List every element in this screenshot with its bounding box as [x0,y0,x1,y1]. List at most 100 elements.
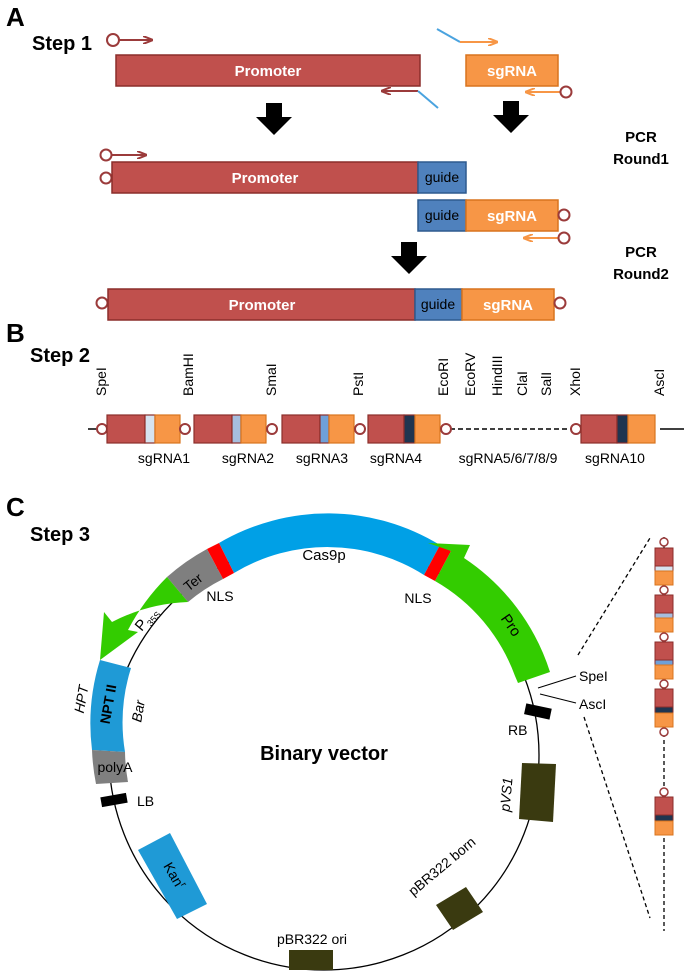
down-arrow-promoter [256,103,292,135]
guide-box-final [414,288,463,321]
p35s-arrow [100,577,188,660]
nls-right-tag [424,545,451,581]
rb-marker [524,703,552,720]
sgrna1-label: sgRNA1 [138,450,190,466]
site-ecori: EcoRI [435,358,451,396]
promoter-box-round1 [111,161,419,194]
site-bamhi: BamHI [180,353,196,396]
site-xhoi: XhoI [567,367,583,396]
sgrna-label-final: sgRNA [483,297,533,314]
cas9-label: Cas9p [302,547,345,564]
pcr-round1-line2: Round1 [613,151,669,168]
promoter-label-step1: Promoter [235,63,302,80]
panel-a-label: A [6,2,25,32]
sgrna-label-step1: sgRNA [487,63,537,80]
asci-label: AscI [579,696,606,712]
asci-pointer [539,693,577,704]
pbr322-ori-segment [289,950,333,970]
site-asci: AscI [651,369,667,396]
sgrna-cassette-2 [193,414,278,444]
lb-marker [100,792,128,808]
rb-label: RB [508,722,527,738]
guide-box-round1a [417,161,467,194]
sgrna-cassette-1 [96,414,191,444]
promoter-label-final: Promoter [229,297,296,314]
pbr322-born-label: pBR322 born [405,834,478,899]
sgrna2-label: sgRNA2 [222,450,274,466]
step1-label: Step 1 [32,33,92,55]
panel-c-label: C [6,492,25,522]
pcr-round2-line1: PCR [625,244,657,261]
sgrna-label-round1: sgRNA [487,208,537,225]
round1b-end-circle [557,208,571,222]
sgrna-box-step1 [465,54,559,87]
promoter-label-round1: Promoter [232,170,299,187]
pro-arrow [428,543,550,683]
site-psti: PstI [350,372,366,396]
hpt-label: HPT [71,683,92,715]
nls-left-tag [207,543,234,579]
round1b-reverse-primer [524,231,571,245]
site-hindiii: HindIII [489,356,505,396]
guide-label-round1a: guide [425,169,459,185]
down-arrow-sgrna [493,101,529,133]
polya-label: polyA [97,759,133,775]
spei-label: SpeI [579,668,608,684]
panel-b-label: B [6,318,25,348]
sgrna3-label: sgRNA3 [296,450,348,466]
sgrna-cassette-10 [570,414,656,444]
promoter-forward-primer [106,33,152,47]
guide-box-round1b [417,199,467,232]
zoom-line-bottom [583,716,651,919]
sgrna-cassette-3 [281,414,366,444]
step2-label: Step 2 [30,345,90,367]
spei-pointer [537,675,577,689]
guide-label-round1b: guide [425,207,459,223]
sgrna-forward-primer [436,28,497,42]
pcr-round1-line1: PCR [625,129,657,146]
cas9-segment [219,513,440,575]
sgrna-cassette-4 [367,414,452,444]
inset-cassette-1 [654,537,674,595]
p35s-label: P35S [132,604,163,636]
nptii-segment [90,660,131,752]
site-sali: SalI [538,372,554,396]
site-clai: ClaI [514,371,530,396]
nls-right-label: NLS [404,590,431,606]
nls-left-label: NLS [206,588,233,604]
promoter-box-step1 [115,54,421,87]
nptii-label: NPT II [97,683,120,725]
lb-label: LB [137,793,154,809]
ter-segment [167,549,223,602]
pvs1-segment [519,763,556,822]
sgrna-box-final [461,288,555,321]
sgrna4-label: sgRNA4 [370,450,422,466]
pbr322-ori-label: pBR322 ori [277,931,347,947]
kan-segment [138,833,207,919]
site-smai: SmaI [263,363,279,396]
site-spei: SpeI [93,367,109,396]
site-ecorv: EcoRV [462,352,478,396]
kan-superscript: r [179,880,189,888]
pcr-round2-line2: Round2 [613,266,669,283]
guide-label-final: guide [421,296,455,312]
zoom-line-top [577,537,651,656]
step3-label: Step 3 [30,524,90,546]
round1-forward-primer [99,148,147,162]
inset-cassette-4 [654,688,674,737]
construct-right-circle [553,296,567,310]
inset-cassette-2 [654,594,674,642]
inset-cassette-3 [654,641,674,689]
round1-end-circle [99,171,113,185]
plasmid-title: Binary vector [260,743,388,765]
bar-label: Bar [128,698,148,724]
down-arrow-round2 [391,242,427,274]
promoter-reverse-primer [382,91,439,109]
polya-segment [92,750,128,784]
sgrna5-9-label: sgRNA5/6/7/8/9 [459,450,558,466]
construct-left-circle [95,296,109,310]
promoter-box-final [107,288,416,321]
sgrna10-label: sgRNA10 [585,450,645,466]
pbr322-born-segment [436,887,483,930]
